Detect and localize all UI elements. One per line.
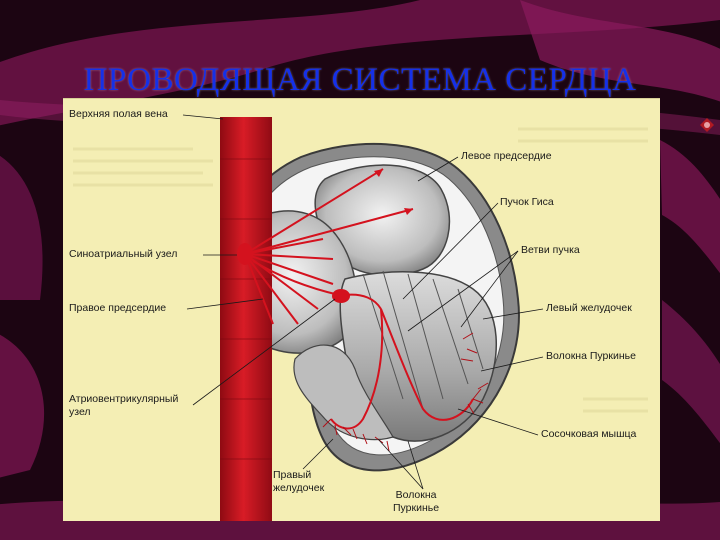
label-left-atrium: Левое предсердие bbox=[461, 150, 552, 163]
label-right-ventricle-line2: желудочек bbox=[273, 482, 324, 495]
heart-diagram-panel: Верхняя полая вена Левое предсердие Пучо… bbox=[63, 98, 660, 521]
label-superior-vena-cava: Верхняя полая вена bbox=[69, 108, 168, 121]
label-bundle-branches: Ветви пучка bbox=[521, 244, 580, 257]
label-purkinje-fibers-bottom-line1: Волокна bbox=[393, 489, 439, 502]
label-right-ventricle: Правый желудочек bbox=[273, 469, 324, 495]
label-left-ventricle: Левый желудочек bbox=[546, 302, 632, 315]
sinoatrial-node bbox=[237, 243, 253, 265]
label-av-node-line2: узел bbox=[69, 406, 178, 419]
label-av-node: Атриовентрикулярный узел bbox=[69, 393, 178, 419]
corner-ornament-icon bbox=[700, 118, 714, 132]
label-av-node-line1: Атриовентрикулярный bbox=[69, 393, 178, 406]
label-right-ventricle-line1: Правый bbox=[273, 469, 324, 482]
atrioventricular-node bbox=[332, 289, 350, 303]
label-purkinje-fibers-right: Волокна Пуркинье bbox=[546, 350, 636, 363]
label-sinoatrial-node: Синоатриальный узел bbox=[69, 248, 177, 261]
label-right-atrium: Правое предсердие bbox=[69, 302, 166, 315]
label-purkinje-fibers-bottom: Волокна Пуркинье bbox=[393, 489, 439, 515]
label-purkinje-fibers-bottom-line2: Пуркинье bbox=[393, 502, 439, 515]
label-papillary-muscle: Сосочковая мышца bbox=[541, 428, 636, 441]
slide-title: ПРОВОДЯЩАЯ СИСТЕМА СЕРДЦА bbox=[0, 62, 720, 99]
label-bundle-of-his: Пучок Гиса bbox=[500, 196, 554, 209]
superior-vena-cava bbox=[220, 117, 272, 521]
